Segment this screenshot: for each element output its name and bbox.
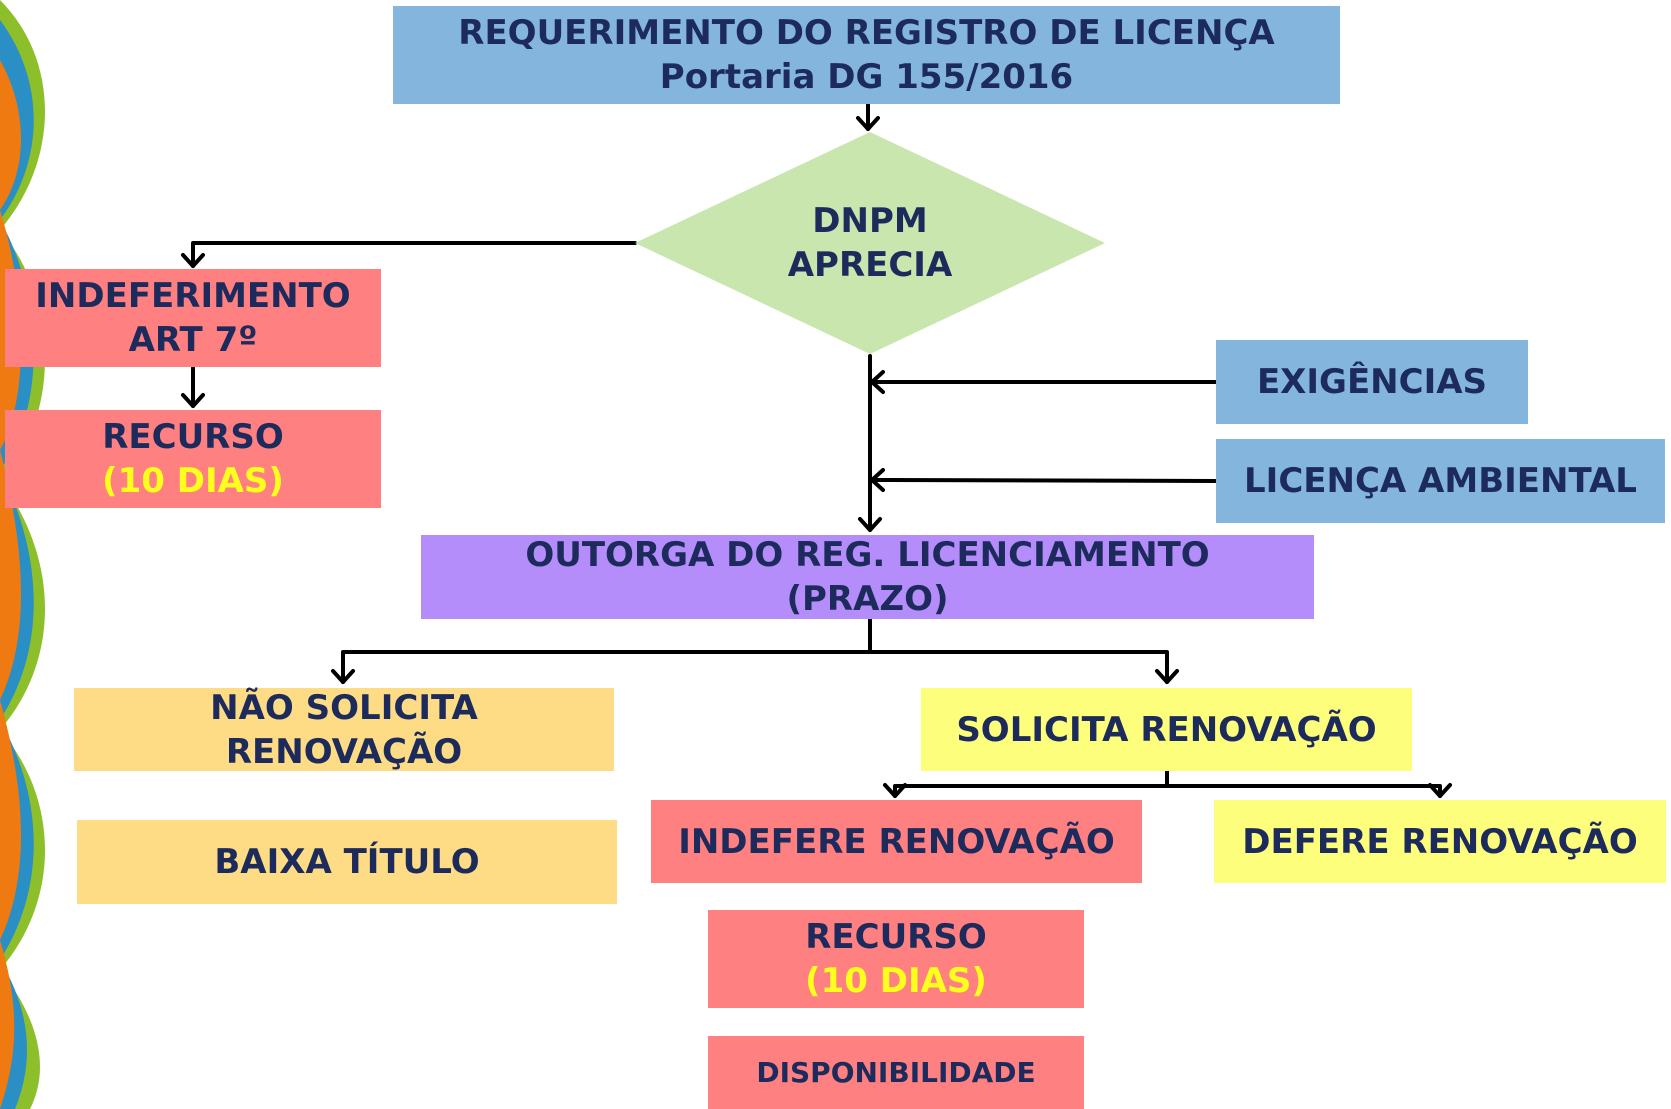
indefere-renovacao-box: INDEFERE RENOVAÇÃO	[651, 800, 1142, 883]
outorga-box: OUTORGA DO REG. LICENCIAMENTO (PRAZO)	[421, 535, 1314, 619]
disponibilidade-box: DISPONIBILIDADE	[708, 1036, 1084, 1109]
nao-solicita-renovacao-box: NÃO SOLICITA RENOVAÇÃO	[74, 688, 614, 772]
indeferimento-box: INDEFERIMENTO ART 7º	[5, 269, 381, 367]
arrow-solicita-split	[893, 769, 1169, 798]
decision-diamond	[635, 132, 1105, 354]
defere-renovacao-box: DEFERE RENOVAÇÃO	[1214, 800, 1666, 883]
licenca-ambiental-box: LICENÇA AMBIENTAL	[1216, 439, 1665, 523]
arrow-outorga-split	[341, 618, 872, 684]
baixa-titulo-box: BAIXA TÍTULO	[77, 820, 617, 904]
arrow-dnpm-indeferimento	[191, 241, 637, 268]
exigencias-box: EXIGÊNCIAS	[1216, 340, 1528, 424]
dnpm-aprecia-label: DNPM APRECIA	[787, 201, 953, 285]
solicita-renovacao-box: SOLICITA RENOVAÇÃO	[921, 688, 1412, 771]
recurso-box-1: RECURSO (10 DIAS)	[5, 410, 381, 508]
arrow-licenca-ambiental	[870, 478, 1218, 483]
requerimento-box: REQUERIMENTO DO REGISTRO DE LICENÇA Port…	[393, 6, 1340, 104]
recurso-box-2: RECURSO (10 DIAS)	[708, 910, 1084, 1008]
